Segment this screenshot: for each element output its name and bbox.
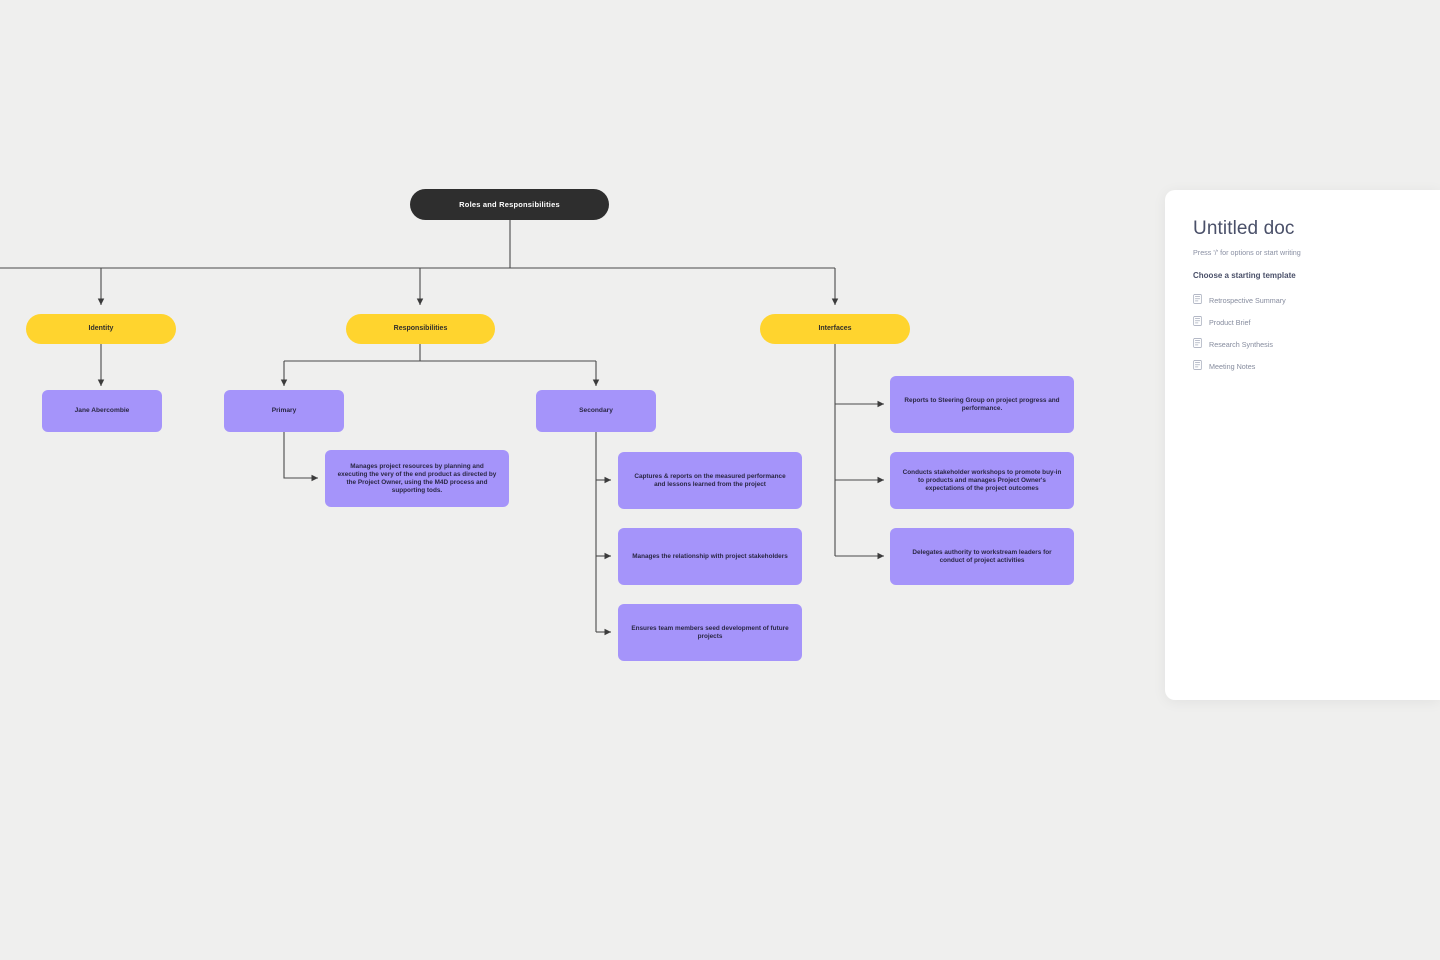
node-interface-detail-1-label: Reports to Steering Group on project pro…: [904, 396, 1060, 412]
node-jane-abercombie[interactable]: Jane Abercombie: [42, 390, 162, 432]
node-root-label: Roles and Responsibilities: [459, 199, 560, 209]
node-secondary-detail-1-label: Captures & reports on the measured perfo…: [634, 472, 786, 488]
node-interface-detail-3-label: Delegates authority to workstream leader…: [912, 548, 1052, 564]
node-primary-detail[interactable]: Manages project resources by planning an…: [325, 450, 509, 507]
template-list: Retrospective Summary Product Brief: [1193, 289, 1414, 377]
document-panel[interactable]: Untitled doc Press '/' for options or st…: [1165, 190, 1440, 700]
node-responsibilities-label: Responsibilities: [393, 324, 448, 332]
template-item-label: Meeting Notes: [1209, 361, 1256, 371]
node-identity[interactable]: Identity: [26, 314, 176, 344]
node-responsibilities[interactable]: Responsibilities: [346, 314, 495, 344]
node-primary-label: Primary: [271, 406, 297, 414]
templates-heading: Choose a starting template: [1193, 271, 1296, 280]
node-interface-detail-1[interactable]: Reports to Steering Group on project pro…: [890, 376, 1074, 433]
node-secondary-detail-3-label: Ensures team members seed development of…: [631, 624, 789, 640]
node-secondary-detail-3[interactable]: Ensures team members seed development of…: [618, 604, 802, 661]
node-secondary-detail-2[interactable]: Manages the relationship with project st…: [618, 528, 802, 585]
document-icon: [1193, 313, 1202, 331]
node-interfaces-label: Interfaces: [818, 324, 852, 332]
template-item-label: Research Synthesis: [1209, 339, 1273, 349]
node-interface-detail-2-label: Conducts stakeholder workshops to promot…: [902, 468, 1062, 492]
node-identity-label: Identity: [88, 324, 114, 332]
template-item-label: Retrospective Summary: [1209, 295, 1286, 305]
template-item-research-synthesis[interactable]: Research Synthesis: [1193, 333, 1414, 355]
template-item-retrospective-summary[interactable]: Retrospective Summary: [1193, 289, 1414, 311]
doc-placeholder-hint: Press '/' for options or start writing: [1193, 248, 1301, 257]
node-primary-detail-label: Manages project resources by planning an…: [337, 462, 497, 494]
document-icon: [1193, 357, 1202, 375]
node-interface-detail-3[interactable]: Delegates authority to workstream leader…: [890, 528, 1074, 585]
document-icon: [1193, 291, 1202, 309]
node-primary[interactable]: Primary: [224, 390, 344, 432]
node-secondary-label: Secondary: [579, 406, 613, 414]
node-interface-detail-2[interactable]: Conducts stakeholder workshops to promot…: [890, 452, 1074, 509]
node-interfaces[interactable]: Interfaces: [760, 314, 910, 344]
template-item-meeting-notes[interactable]: Meeting Notes: [1193, 355, 1414, 377]
node-secondary-detail-1[interactable]: Captures & reports on the measured perfo…: [618, 452, 802, 509]
template-item-product-brief[interactable]: Product Brief: [1193, 311, 1414, 333]
node-jane-abercombie-label: Jane Abercombie: [74, 406, 130, 414]
template-item-label: Product Brief: [1209, 317, 1251, 327]
node-secondary[interactable]: Secondary: [536, 390, 656, 432]
doc-title[interactable]: Untitled doc: [1193, 218, 1295, 239]
node-root[interactable]: Roles and Responsibilities: [410, 189, 609, 220]
document-icon: [1193, 335, 1202, 353]
node-secondary-detail-2-label: Manages the relationship with project st…: [632, 552, 788, 560]
